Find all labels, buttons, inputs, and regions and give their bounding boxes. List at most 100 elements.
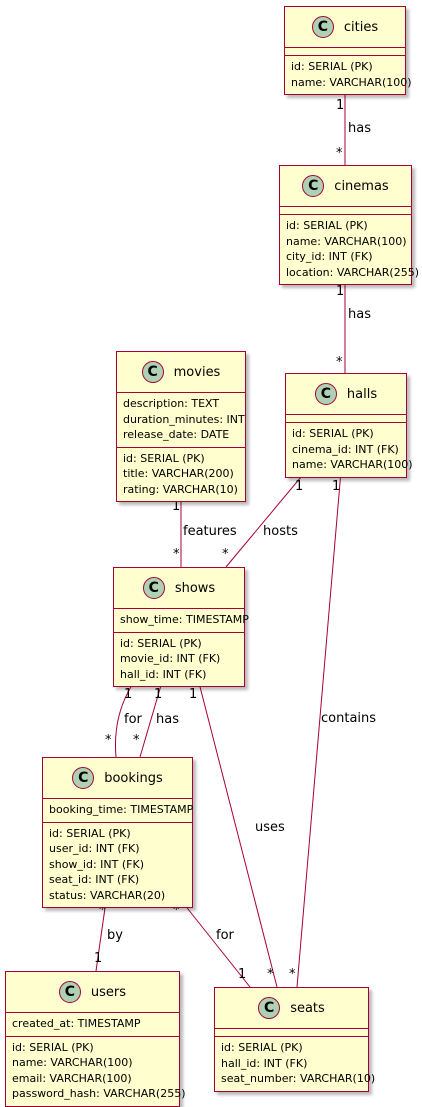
entity-seats[interactable]: C seats id: SERIAL (PK) hall_id: INT (FK… (214, 987, 376, 1092)
field: movie_id: INT (FK) (120, 652, 221, 665)
class-badge-icon: C (311, 16, 334, 38)
multiplicity-label: * (105, 733, 112, 748)
entity-users[interactable]: C users created_at: TIMESTAMP id: SERIAL… (5, 971, 185, 1107)
entity-fields: id: SERIAL (PK) name: VARCHAR(100) email… (6, 1037, 185, 1106)
field: booking_time: TIMESTAMP (49, 803, 194, 816)
entity-shows[interactable]: C shows show_time: TIMESTAMP id: SERIAL … (113, 567, 249, 687)
relation-cities-cinemas: 1 has * (336, 91, 371, 165)
entity-halls[interactable]: C halls id: SERIAL (PK) cinema_id: INT (… (285, 373, 413, 478)
multiplicity-label: 1 (336, 284, 344, 299)
relation-label: has (156, 712, 179, 727)
multiplicity-label: 1 (124, 687, 132, 702)
entity-header: C movies (117, 352, 245, 393)
field: name: VARCHAR(100) (286, 234, 407, 248)
class-badge-icon: C (314, 383, 337, 405)
field: seat_number: VARCHAR(10) (221, 1072, 376, 1085)
field: name: VARCHAR(100) (12, 1056, 133, 1069)
relation-label: has (348, 307, 371, 322)
multiplicity-label: 1 (336, 98, 344, 113)
entity-title: users (90, 984, 127, 1000)
relation-label: contains (321, 711, 376, 726)
multiplicity-label: 1 (332, 479, 340, 494)
field: duration_minutes: INT (123, 412, 245, 426)
multiplicity-label: * (173, 903, 180, 918)
multiplicity-label: * (336, 146, 343, 161)
multiplicity-label: 1 (172, 499, 180, 514)
entity-fields: id: SERIAL (PK) name: VARCHAR(100) (285, 56, 412, 94)
entity-fields-top: show_time: TIMESTAMP (114, 609, 249, 633)
multiplicity-label: * (133, 733, 140, 748)
field: id: SERIAL (PK) (221, 1041, 303, 1054)
entity-header: C cinemas (280, 166, 411, 207)
field: id: SERIAL (PK) (49, 826, 131, 840)
entity-title: cinemas (334, 178, 389, 194)
empty-section-divider (286, 415, 406, 423)
relation-cinemas-halls: 1 has * (336, 272, 371, 373)
entity-movies[interactable]: C movies description: TEXT duration_minu… (116, 351, 246, 502)
entity-title: shows (174, 580, 216, 596)
class-badge-icon: C (258, 997, 281, 1019)
multiplicity-label: * (336, 355, 343, 370)
field: hall_id: INT (FK) (221, 1056, 308, 1070)
multiplicity-label: 1 (154, 687, 162, 702)
entity-title: bookings (104, 770, 163, 786)
field: name: VARCHAR(100) (292, 458, 413, 471)
entity-title: movies (173, 364, 221, 380)
entity-header: C bookings (43, 758, 192, 799)
field: cinema_id: INT (FK) (292, 442, 399, 456)
multiplicity-label: 1 (238, 967, 246, 982)
relation-halls-seats: 1 contains * (289, 470, 376, 988)
field: id: SERIAL (PK) (12, 1040, 94, 1054)
field: created_at: TIMESTAMP (12, 1017, 141, 1030)
entity-fields: id: SERIAL (PK) hall_id: INT (FK) seat_n… (215, 1037, 376, 1091)
field: city_id: INT (FK) (286, 250, 373, 263)
field: title: VARCHAR(200) (123, 467, 234, 480)
multiplicity-label: * (267, 967, 274, 982)
field: status: VARCHAR(20) (49, 888, 166, 902)
entity-fields-top: description: TEXT duration_minutes: INT … (117, 393, 245, 448)
multiplicity-label: * (289, 967, 296, 982)
multiplicity-label: * (99, 903, 106, 918)
field: id: SERIAL (PK) (286, 219, 368, 232)
field: release_date: DATE (123, 428, 230, 441)
entity-fields-top: created_at: TIMESTAMP (6, 1013, 179, 1037)
field: show_id: INT (FK) (49, 857, 144, 871)
field: description: TEXT (123, 397, 220, 410)
entity-fields: id: SERIAL (PK) movie_id: INT (FK) hall_… (114, 633, 244, 687)
entity-header: C users (6, 972, 179, 1013)
entity-header: C halls (286, 374, 406, 415)
entity-bookings[interactable]: C bookings booking_time: TIMESTAMP id: S… (42, 757, 193, 908)
entity-title: cities (343, 19, 379, 35)
relation-label: for (216, 928, 235, 943)
relation-shows-bookings-has: 1 has * (133, 674, 179, 758)
entity-header: C shows (114, 568, 244, 609)
class-badge-icon: C (142, 577, 165, 599)
entity-fields: id: SERIAL (PK) name: VARCHAR(100) city_… (280, 215, 419, 284)
relation-bookings-seats: * for 1 (173, 893, 251, 988)
entity-fields: id: SERIAL (PK) cinema_id: INT (FK) name… (286, 423, 413, 477)
field: id: SERIAL (PK) (292, 427, 374, 440)
empty-section-divider (285, 48, 405, 56)
field: email: VARCHAR(100) (12, 1071, 132, 1085)
relation-shows-seats: 1 uses * (189, 674, 285, 988)
field: name: VARCHAR(100) (291, 75, 412, 89)
entity-header: C cities (285, 7, 405, 48)
relation-label: uses (255, 820, 285, 835)
entity-header: C seats (215, 988, 368, 1029)
empty-section-divider (215, 1029, 368, 1037)
entity-title: seats (290, 1000, 325, 1016)
multiplicity-label: 1 (189, 687, 197, 702)
multiplicity-label: 1 (94, 951, 102, 966)
entity-cities[interactable]: C cities id: SERIAL (PK) name: VARCHAR(1… (284, 6, 412, 95)
entity-cinemas[interactable]: C cinemas id: SERIAL (PK) name: VARCHAR(… (279, 165, 419, 285)
relation-label: features (183, 524, 237, 539)
entity-fields: id: SERIAL (PK) user_id: INT (FK) show_i… (43, 823, 192, 908)
field: id: SERIAL (PK) (123, 451, 205, 465)
entity-title: halls (346, 386, 378, 402)
class-badge-icon: C (72, 767, 95, 789)
entity-fields: id: SERIAL (PK) title: VARCHAR(200) rati… (117, 448, 245, 502)
entity-fields-top: booking_time: TIMESTAMP (43, 799, 194, 823)
field: seat_id: INT (FK) (49, 873, 140, 886)
field: rating: VARCHAR(10) (123, 482, 238, 496)
